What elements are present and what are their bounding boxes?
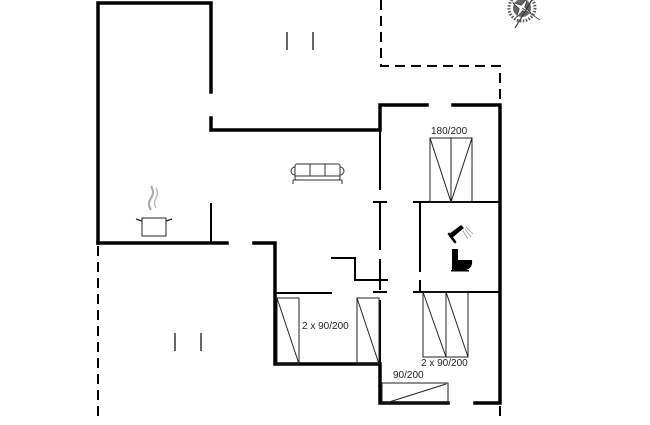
bed-label-2x90-right: 2 x 90/200 xyxy=(421,358,468,369)
interior-walls xyxy=(210,130,500,364)
terrace-outline-bottom xyxy=(97,246,501,420)
window-marks xyxy=(174,32,314,351)
bed-2x90-right xyxy=(422,291,469,358)
bed-90-200 xyxy=(381,382,449,404)
toilet-icon xyxy=(451,249,473,272)
bed-label-2x90-middle: 2 x 90/200 xyxy=(302,321,349,332)
cooking-pot-icon xyxy=(135,185,173,237)
shower-icon xyxy=(447,225,474,244)
terrace-outline-top xyxy=(380,0,501,108)
bed-2x90-middle xyxy=(276,297,380,365)
sofa-icon xyxy=(290,163,345,184)
bed-label-90-200: 90/200 xyxy=(393,370,424,381)
bed-180-200 xyxy=(429,137,473,203)
bed-label-180-200: 180/200 xyxy=(431,126,468,137)
compass-rose-icon xyxy=(507,0,541,29)
